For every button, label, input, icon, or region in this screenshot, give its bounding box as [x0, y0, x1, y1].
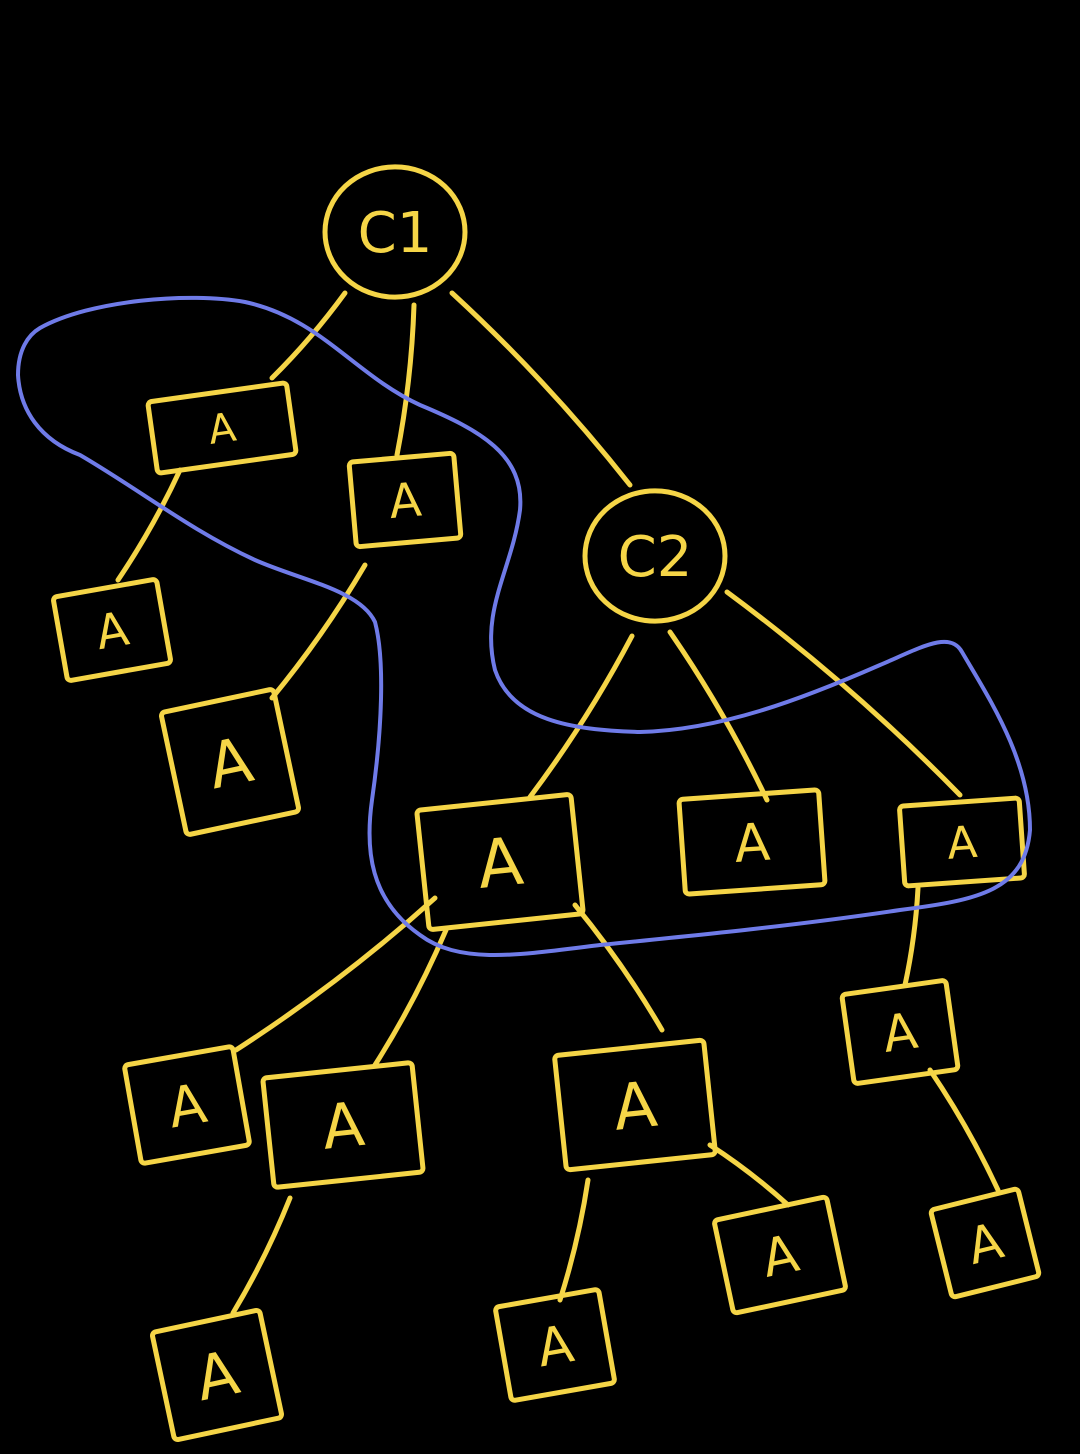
node-box	[493, 1287, 617, 1403]
node-circle	[582, 488, 728, 624]
node-a13: A	[493, 1287, 617, 1403]
node-box	[552, 1037, 718, 1173]
node-label: A	[962, 1212, 1009, 1277]
node-box	[839, 978, 961, 1086]
node-a1: A	[145, 380, 299, 476]
edge-a10-a14	[707, 1142, 791, 1208]
edge-c1-a1	[269, 290, 348, 381]
node-label: A	[533, 1314, 579, 1379]
node-a12: A	[150, 1308, 284, 1442]
edge-c1-c2	[449, 290, 633, 488]
node-a5: A	[414, 792, 586, 932]
edge-a5-a8	[233, 895, 438, 1053]
edge-c2-a6	[667, 629, 770, 803]
node-box	[928, 1186, 1042, 1300]
node-box	[712, 1194, 848, 1316]
edge-a2-a4	[269, 562, 368, 701]
node-a6: A	[676, 787, 828, 897]
node-label: A	[205, 404, 239, 453]
node-a2: A	[346, 450, 464, 550]
edge-c2-a7	[724, 589, 963, 798]
node-label: A	[879, 1002, 921, 1064]
edge-a5-a9	[372, 927, 449, 1068]
node-a15: A	[928, 1186, 1042, 1300]
node-label: A	[387, 473, 424, 531]
edge-a11-a15	[927, 1067, 1001, 1193]
node-label: A	[474, 823, 527, 904]
lasso-1-selection	[16, 295, 1032, 957]
node-label: A	[189, 1337, 245, 1415]
node-box	[159, 687, 301, 837]
node-box	[122, 1044, 252, 1166]
node-label: A	[945, 817, 979, 870]
node-box	[150, 1308, 284, 1442]
edges-layer	[115, 290, 1001, 1316]
node-box	[145, 380, 299, 476]
node-label: C1	[358, 201, 433, 266]
node-c1: C1	[322, 164, 468, 300]
node-label: A	[610, 1068, 661, 1145]
node-label: A	[319, 1089, 368, 1164]
node-label: A	[202, 723, 259, 803]
node-box	[676, 787, 828, 897]
edge-a7-a11	[902, 885, 921, 988]
node-c2: C2	[582, 488, 728, 624]
node-circle	[322, 164, 468, 300]
node-a7: A	[897, 795, 1027, 889]
node-box	[346, 450, 464, 550]
node-a9: A	[260, 1060, 426, 1190]
node-a8: A	[122, 1044, 252, 1166]
lasso-layer	[16, 295, 1032, 957]
node-label: A	[757, 1224, 805, 1290]
edge-a9-a12	[230, 1195, 293, 1316]
edge-c2-a5	[527, 633, 635, 800]
edge-a10-a13	[557, 1177, 591, 1303]
node-label: A	[92, 601, 133, 661]
node-box	[260, 1060, 426, 1190]
node-a11: A	[839, 978, 961, 1086]
node-label: A	[163, 1071, 212, 1141]
edge-c1-a2	[394, 302, 417, 458]
node-label: A	[732, 813, 772, 875]
edge-a5-a10	[572, 902, 665, 1033]
node-box	[51, 577, 173, 683]
node-box	[414, 792, 586, 932]
node-a4: A	[159, 687, 301, 837]
edge-a1-a3	[115, 467, 183, 583]
node-box	[897, 795, 1027, 889]
node-label: C2	[618, 525, 693, 590]
node-a3: A	[51, 577, 173, 683]
node-a10: A	[552, 1037, 718, 1173]
node-a14: A	[712, 1194, 848, 1316]
